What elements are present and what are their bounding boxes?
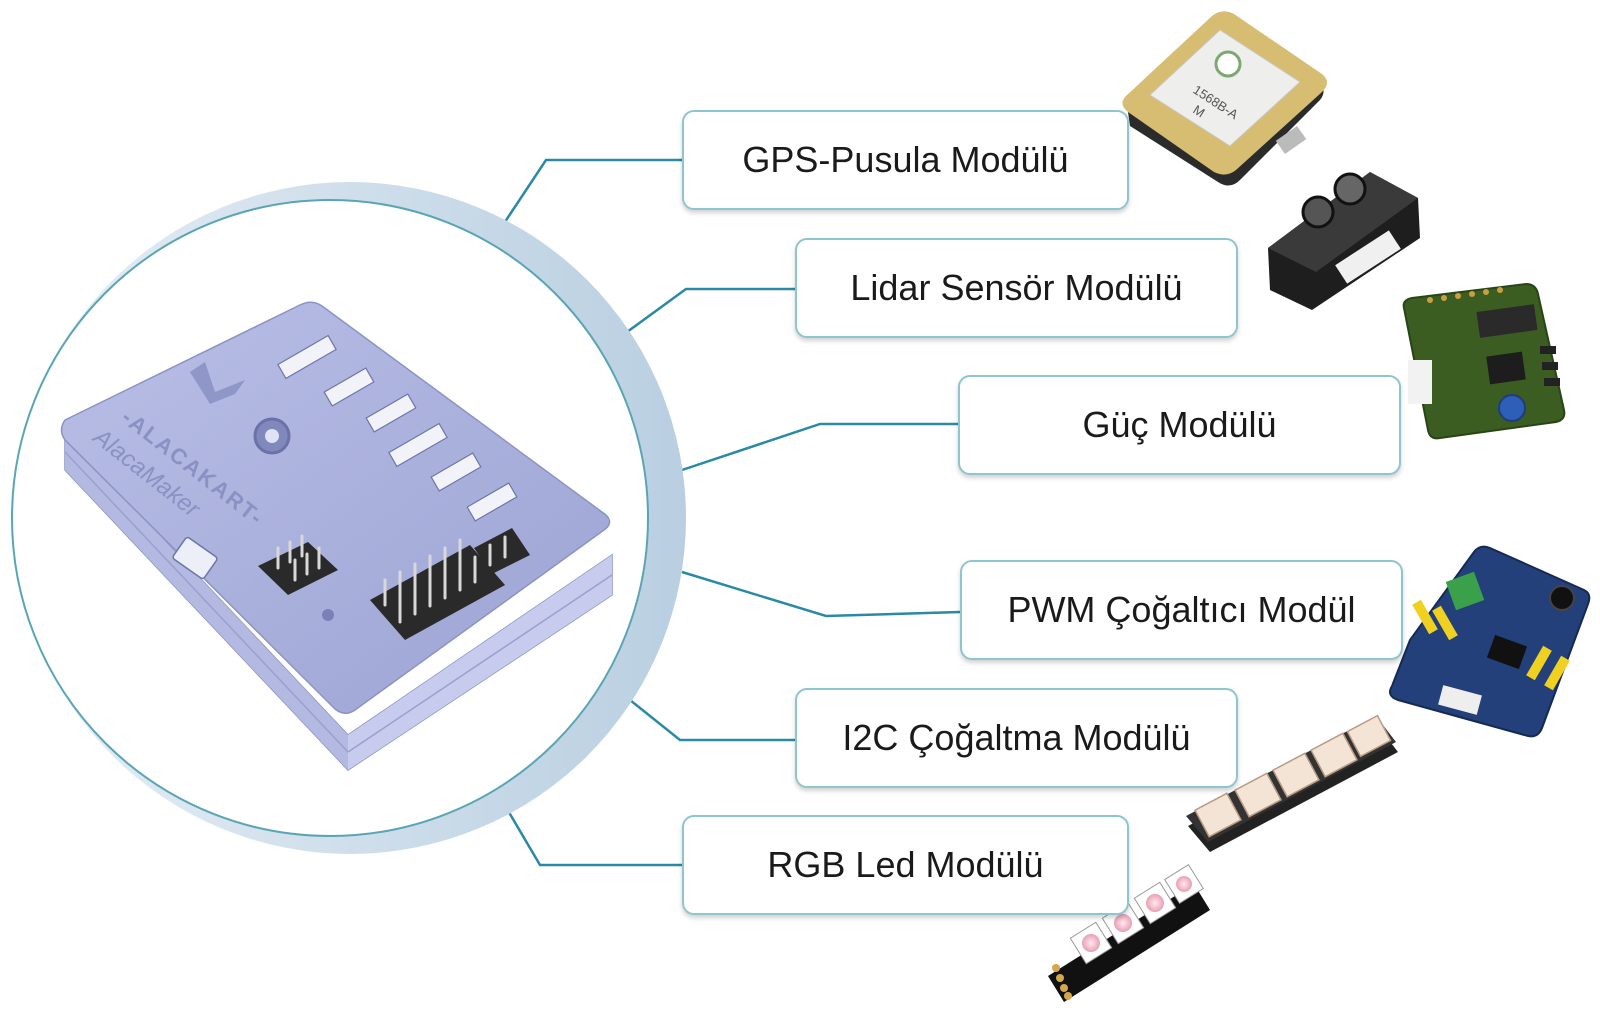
connector-lines <box>483 158 961 867</box>
pwm-module-image <box>1389 545 1591 738</box>
pwm-module-label: PWM Çoğaltıcı Modül <box>1007 589 1356 630</box>
power-module-box: Güç Modülü <box>958 375 1401 475</box>
controller-case: -ALACAKART- AlacaMaker <box>60 301 613 771</box>
connector-power <box>681 422 958 472</box>
i2c-module-image <box>1186 714 1398 852</box>
power-module-image <box>1402 282 1566 440</box>
i2c-module-label: I2C Çoğaltma Modülü <box>842 717 1191 758</box>
power-module-label: Güç Modülü <box>1082 404 1277 445</box>
rgb-module-box: RGB Led Modülü <box>682 815 1129 915</box>
lidar-module-image <box>1268 172 1420 310</box>
rgb-module-label: RGB Led Modülü <box>767 844 1044 885</box>
connector-pwm <box>681 570 961 618</box>
gps-module-image: 1568B-A M <box>1122 11 1327 186</box>
lidar-module-box: Lidar Sensör Modülü <box>795 238 1238 338</box>
connector-lidar <box>615 287 795 342</box>
gps-module-label: GPS-Pusula Modülü <box>742 139 1069 180</box>
lidar-module-label: Lidar Sensör Modülü <box>850 267 1183 308</box>
i2c-module-box: I2C Çoğaltma Modülü <box>795 688 1238 788</box>
connector-rgb <box>498 796 682 867</box>
pwm-module-box: PWM Çoğaltıcı Modül <box>960 560 1403 660</box>
connector-i2c <box>629 699 795 742</box>
gps-module-box: GPS-Pusula Modülü <box>682 110 1129 210</box>
